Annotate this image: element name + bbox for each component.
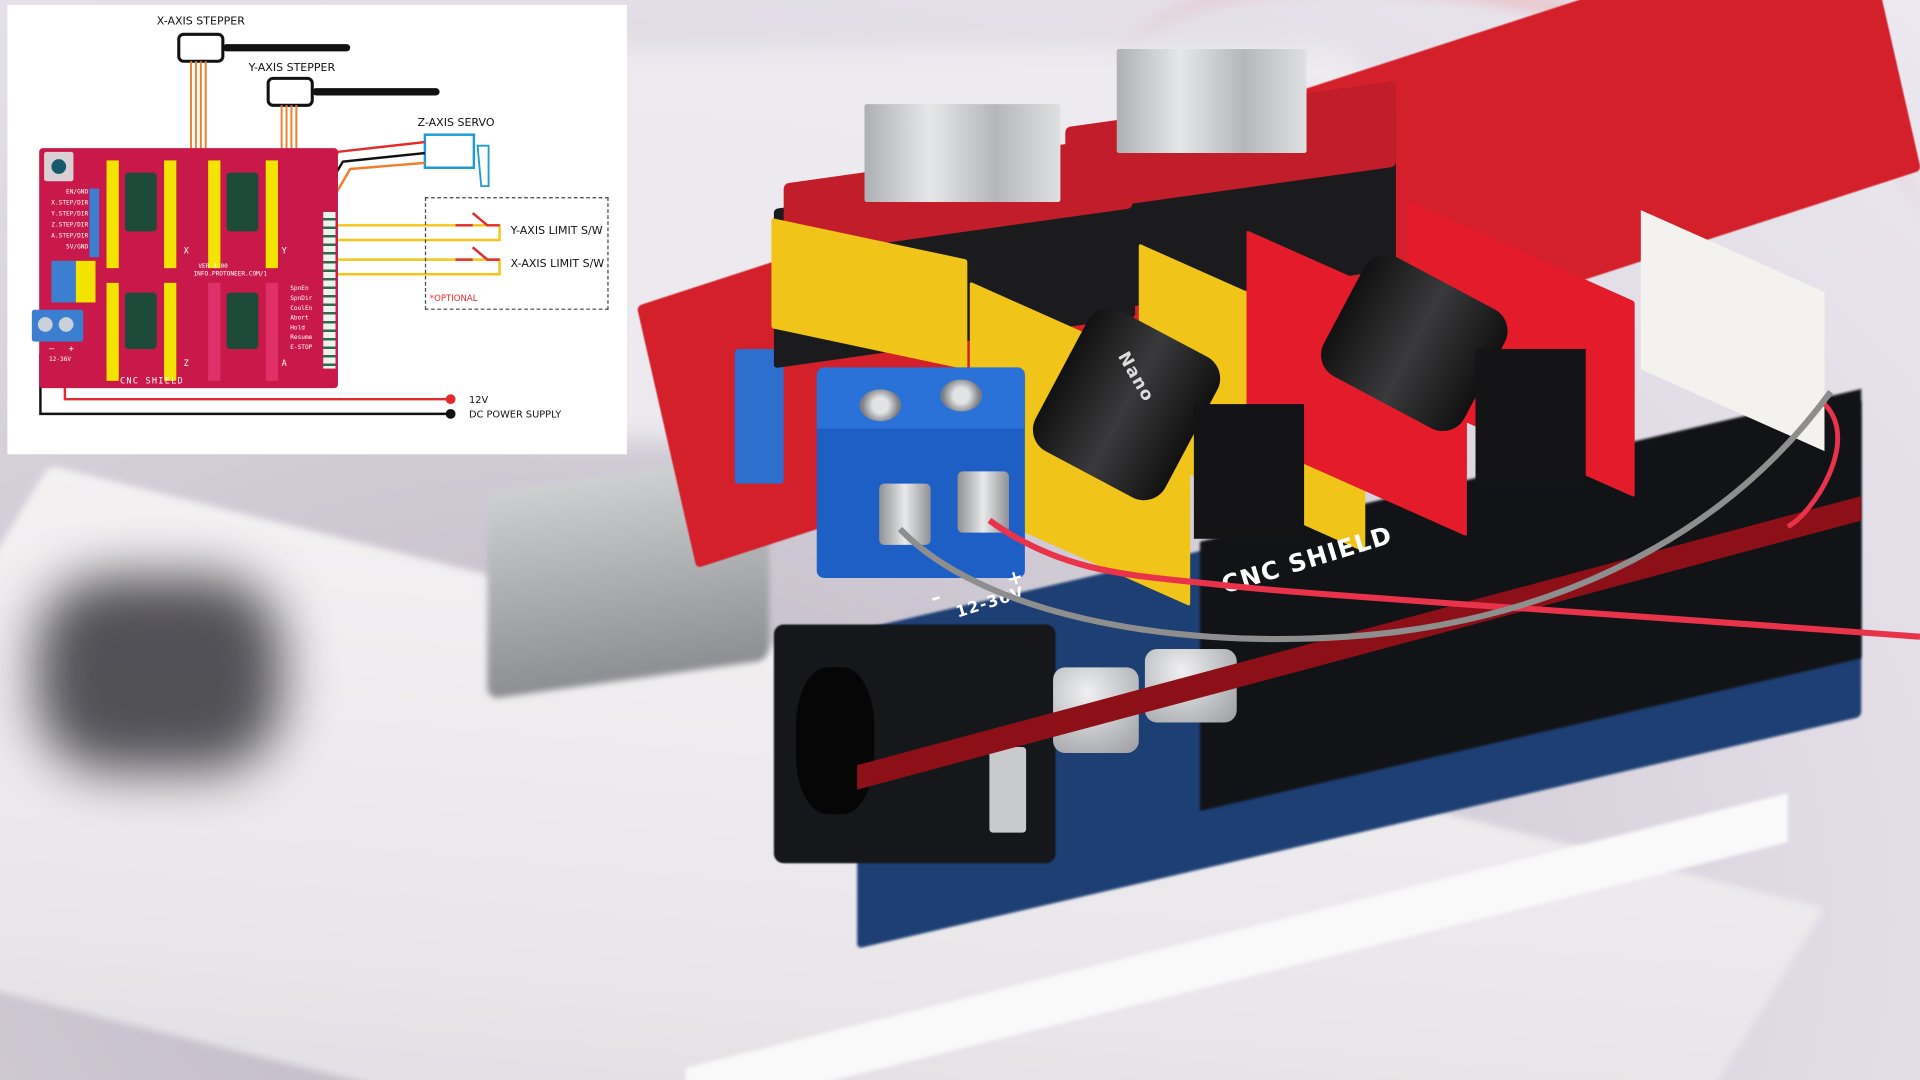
heatsink-x bbox=[864, 104, 1061, 203]
diagram-terminal-minus: – bbox=[48, 344, 55, 354]
jumper-pins-a bbox=[1475, 348, 1586, 484]
driver-slot-a: A bbox=[281, 358, 287, 369]
blurred-dark-object bbox=[36, 575, 282, 772]
board-version: VER 3.00 bbox=[198, 263, 228, 271]
blue-jumper-header bbox=[734, 348, 784, 484]
board-name-label: CNC SHIELD bbox=[120, 375, 184, 386]
terminal-screw-minus bbox=[859, 389, 902, 422]
terminal-clamp-minus bbox=[879, 483, 931, 545]
z-driver-header-right bbox=[164, 282, 177, 381]
dc-jack-hole bbox=[795, 667, 875, 815]
right-pin-labels: SpnEn SpnDir CoolEn Abort Hold Resume E-… bbox=[290, 285, 313, 352]
y-driver-header-right bbox=[265, 160, 278, 269]
z-axis-servo-label: Z-AXIS SERVO bbox=[417, 117, 495, 130]
y-axis-limit-switch-label: Y-AXIS LIMIT S/W bbox=[510, 225, 603, 238]
heatsink-y bbox=[1116, 48, 1307, 154]
12v-label: 12V bbox=[468, 394, 489, 406]
driver-slot-z: Z bbox=[183, 358, 189, 369]
terminal-minus-label: – bbox=[927, 584, 945, 610]
a-capacitor bbox=[226, 292, 259, 349]
reset-button-cap bbox=[51, 159, 67, 174]
x-capacitor bbox=[124, 172, 157, 232]
board-url: INFO.PROTONEER.COM/1 bbox=[193, 270, 268, 278]
diagram-terminal-plus: + bbox=[68, 344, 74, 354]
y-driver-header-left bbox=[208, 160, 221, 269]
optional-note: *OPTIONAL bbox=[429, 293, 478, 304]
z-driver-header-left bbox=[106, 282, 119, 381]
jack-pin bbox=[989, 746, 1027, 833]
y-axis-stepper-label: Y-AXIS STEPPER bbox=[248, 62, 336, 75]
dc-power-supply-label: DC POWER SUPPLY bbox=[468, 408, 562, 421]
diagram-terminal-screw-minus bbox=[37, 317, 53, 332]
diagram-power-terminal bbox=[31, 309, 84, 342]
a-driver-header-left bbox=[208, 282, 221, 381]
step-dir-pins bbox=[89, 188, 100, 258]
driver-slot-x: X bbox=[183, 246, 189, 256]
x-axis-limit-switch-label: X-AXIS LIMIT S/W bbox=[510, 258, 605, 271]
x-driver-header-right bbox=[164, 160, 177, 269]
left-pin-labels: EN/GND X.STEP/DIR Y.STEP/DIR Z.STEP/DIR … bbox=[51, 188, 89, 252]
wiring-diagram-inset: X-AXIS STEPPER Y-AXIS STEPPER Z-AXIS SER… bbox=[7, 4, 627, 455]
x-axis-stepper-label: X-AXIS STEPPER bbox=[156, 15, 245, 29]
y-stepper-motor-icon bbox=[266, 76, 314, 107]
terminal-clamp-plus bbox=[957, 471, 1009, 533]
diagram-terminal-range: 12-36V bbox=[48, 356, 72, 364]
x-driver-header-left bbox=[106, 160, 119, 269]
endstop-pin-header bbox=[323, 211, 336, 369]
a-driver-header-right bbox=[265, 282, 278, 381]
jumper-block-yellow bbox=[75, 260, 96, 303]
reset-button bbox=[44, 151, 74, 182]
terminal-screw-plus bbox=[940, 379, 983, 412]
jumper-pins-z bbox=[1193, 404, 1305, 539]
jumper-block-blue bbox=[51, 260, 76, 303]
terminal-top bbox=[816, 367, 1025, 429]
z-capacitor bbox=[124, 292, 157, 349]
z-servo-icon bbox=[423, 133, 476, 169]
x-stepper-motor-icon bbox=[177, 32, 225, 63]
optional-limit-switch-box bbox=[424, 197, 609, 310]
diagram-terminal-screw-plus bbox=[58, 317, 74, 332]
driver-slot-y: Y bbox=[281, 246, 287, 256]
cnc-shield-diagram: EN/GND X.STEP/DIR Y.STEP/DIR Z.STEP/DIR … bbox=[31, 148, 338, 389]
y-capacitor bbox=[226, 172, 259, 232]
